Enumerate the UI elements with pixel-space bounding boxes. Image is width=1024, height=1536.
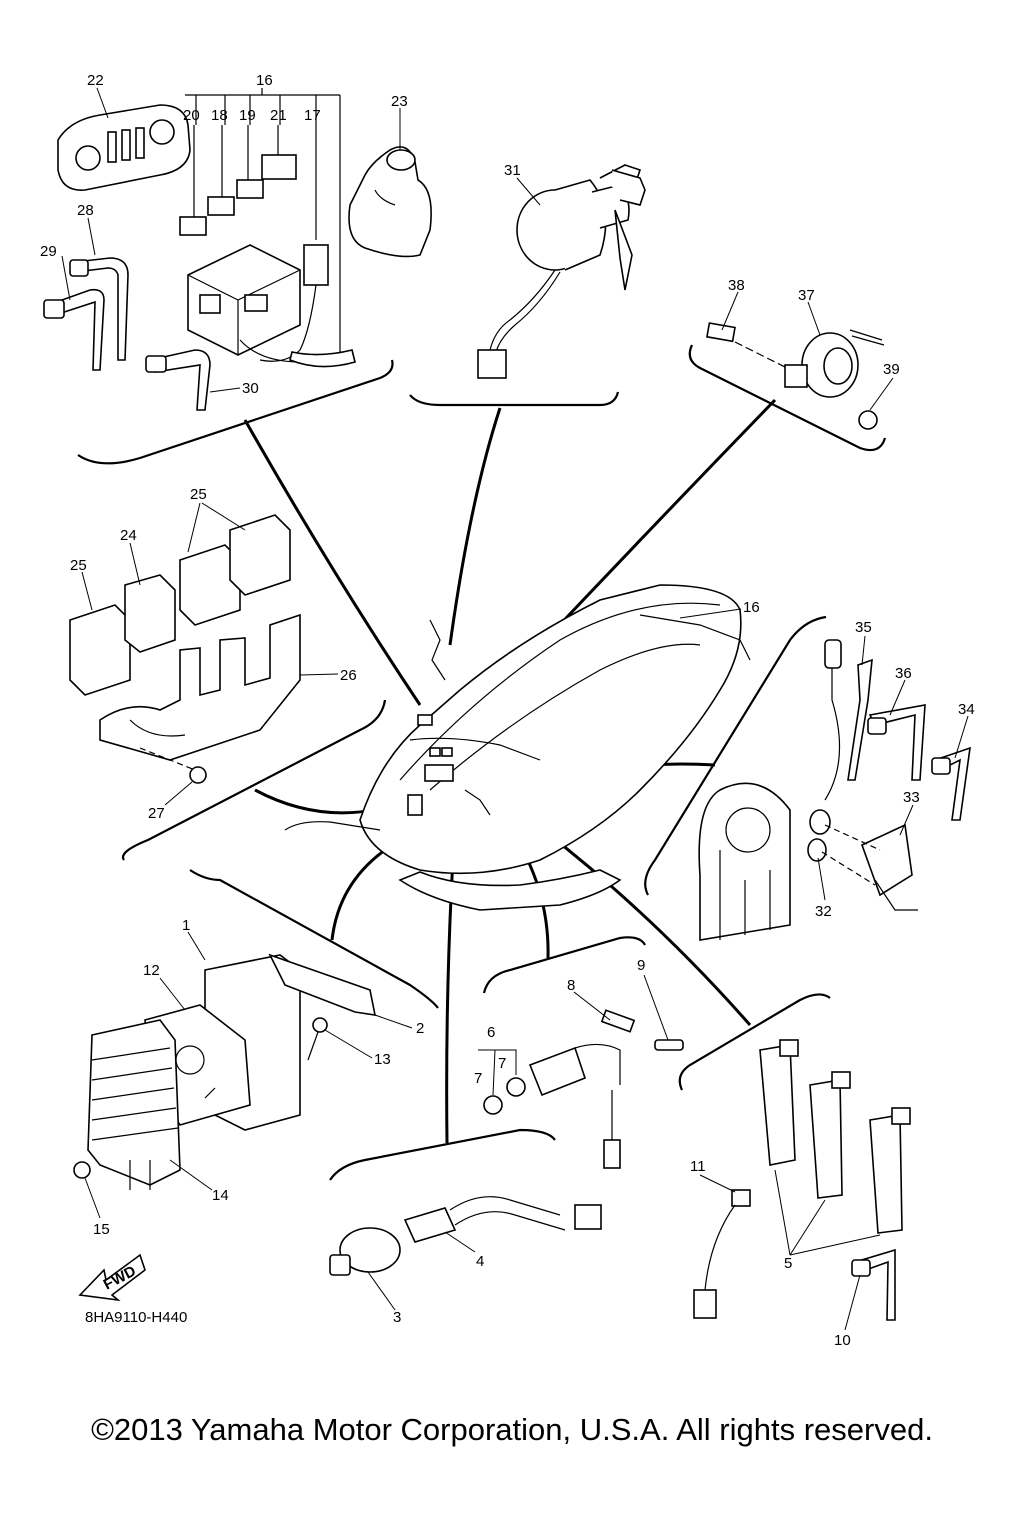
callout-8: 8 (567, 977, 575, 994)
ignition-coils-group (693, 1039, 911, 1321)
callout-32: 32 (815, 903, 832, 920)
callout-16-right: 16 (743, 599, 760, 616)
callout-22: 22 (87, 72, 104, 89)
diagram-code: 8HA9110-H440 (85, 1309, 187, 1326)
callout-12: 12 (143, 962, 160, 979)
part-22-holder (57, 104, 191, 191)
fwd-arrow-icon: FWD (78, 1253, 146, 1302)
callout-34: 34 (958, 701, 975, 718)
callout-7-left: 7 (474, 1070, 482, 1087)
watercraft-hull (284, 584, 751, 911)
callout-37: 37 (798, 287, 815, 304)
pressure-switch-group (329, 1196, 602, 1276)
callout-24: 24 (120, 527, 137, 544)
callout-26: 26 (340, 667, 357, 684)
callout-3: 3 (393, 1309, 401, 1326)
callout-35: 35 (855, 619, 872, 636)
callout-4: 4 (476, 1253, 484, 1270)
part-23-bottle (348, 146, 432, 258)
copyright-notice: ©2013 Yamaha Motor Corporation, U.S.A. A… (91, 1412, 933, 1447)
callout-20: 20 (183, 107, 200, 124)
callout-33: 33 (903, 789, 920, 806)
callout-28: 28 (77, 202, 94, 219)
callout-27: 27 (148, 805, 165, 822)
callout-17: 17 (304, 107, 321, 124)
callout-29: 29 (40, 243, 57, 260)
callout-10: 10 (834, 1332, 851, 1349)
callout-31: 31 (504, 162, 521, 179)
callout-5: 5 (784, 1255, 792, 1272)
rectifier-ecu-group (73, 953, 377, 1190)
callout-36: 36 (895, 665, 912, 682)
fuse-box-assembly (179, 88, 356, 368)
callout-11: 11 (690, 1158, 706, 1175)
callout-9: 9 (637, 957, 645, 974)
callout-21: 21 (270, 107, 287, 124)
sensor-bracket-group (698, 639, 971, 941)
callout-30: 30 (242, 380, 259, 397)
callout-1: 1 (182, 917, 190, 934)
callout-14: 14 (212, 1187, 229, 1204)
speed-sensor-group (483, 1009, 684, 1169)
callout-7-right: 7 (498, 1055, 506, 1072)
part-37-buzzer (706, 322, 885, 430)
part-31-main-switch (477, 164, 646, 379)
callout-19: 19 (239, 107, 256, 124)
callout-23: 23 (391, 93, 408, 110)
callout-6: 6 (487, 1024, 495, 1041)
callout-25-left: 25 (70, 557, 87, 574)
cable-ties-28-29-30 (43, 257, 211, 411)
callout-38: 38 (728, 277, 745, 294)
callout-leaders (61, 87, 969, 1331)
callout-16-top: 16 (256, 72, 273, 89)
callout-39: 39 (883, 361, 900, 378)
group-frames (77, 344, 887, 1181)
callout-25-top: 25 (190, 486, 207, 503)
callout-15: 15 (93, 1221, 110, 1238)
callout-numbers: 22 16 20 18 19 21 17 23 31 28 29 38 37 3… (40, 72, 975, 1349)
relays-group (69, 514, 301, 784)
callout-13: 13 (374, 1051, 391, 1068)
callout-2: 2 (416, 1020, 424, 1037)
callout-18: 18 (211, 107, 228, 124)
